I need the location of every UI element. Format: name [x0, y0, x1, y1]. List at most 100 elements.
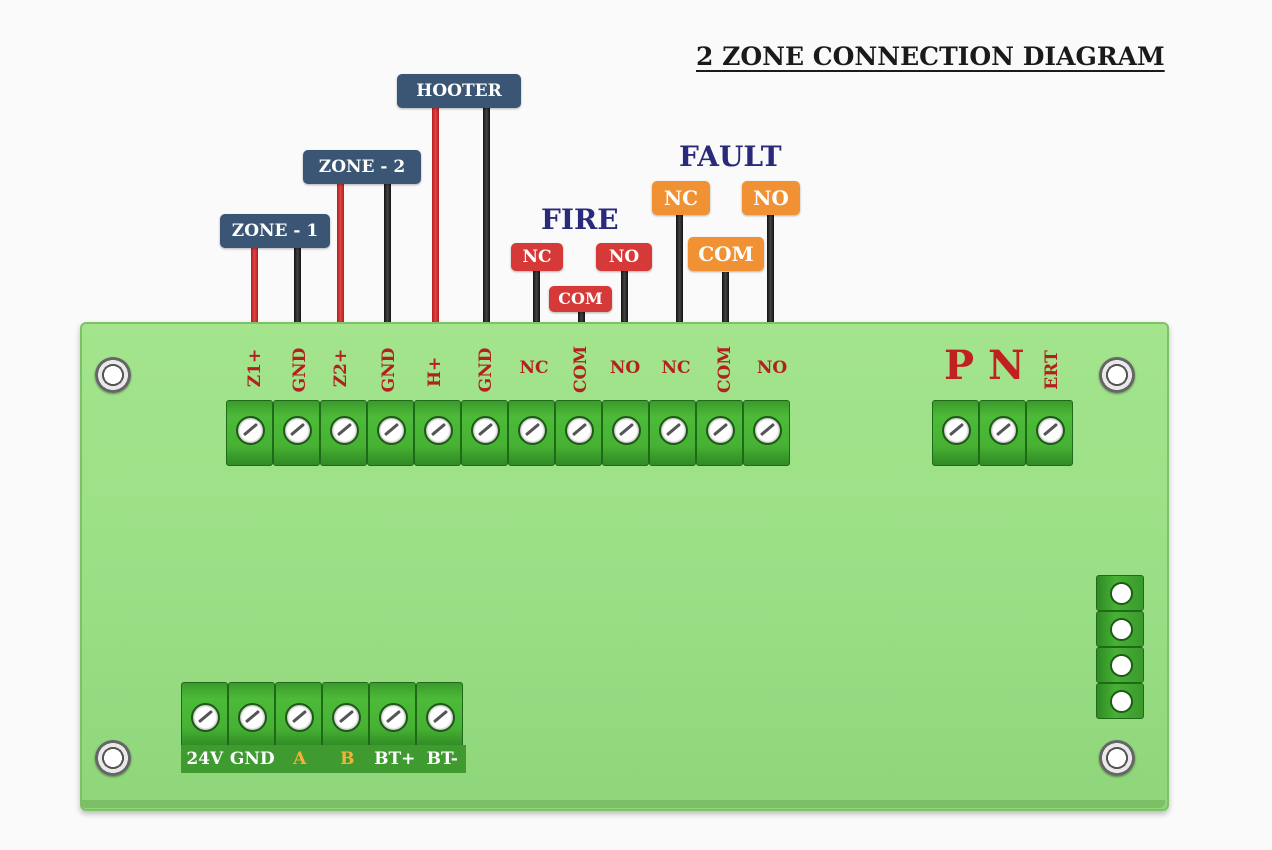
screw-icon: [377, 416, 406, 445]
terminal-fault-nc[interactable]: [649, 400, 696, 466]
fire-nc-tag: NC: [511, 243, 563, 271]
zone1-tag: ZONE - 1: [220, 214, 330, 248]
screw-icon: [1110, 618, 1133, 641]
terminal-label-fire-com: COM: [571, 345, 591, 393]
fault-nc-wire: [676, 215, 683, 338]
screw-icon: [518, 416, 547, 445]
bottom-label-bt-positive: BT+: [374, 749, 416, 769]
screw-icon: [753, 416, 782, 445]
screw-icon: [332, 703, 361, 732]
terminal-fire-no[interactable]: [602, 400, 649, 466]
diagram-title: 2 ZONE CONNECTION DIAGRAM: [696, 42, 1165, 71]
terminal-label-h-positive: H+: [425, 356, 445, 387]
main-terminal-block: [226, 400, 790, 466]
fault-no-wire: [767, 215, 774, 338]
terminal-24v[interactable]: [181, 682, 228, 748]
terminal-label-gnd-3: GND: [476, 347, 496, 393]
terminal-bt-positive[interactable]: [369, 682, 416, 748]
screw-icon: [565, 416, 594, 445]
terminal-fault-com[interactable]: [696, 400, 743, 466]
screw-icon: [989, 416, 1018, 445]
bottom-terminal-block: [181, 682, 463, 748]
terminal-fault-no[interactable]: [743, 400, 790, 466]
bottom-label-b: B: [340, 749, 355, 769]
terminal-label-fire-nc: NC: [519, 358, 549, 378]
terminal-a[interactable]: [275, 682, 322, 748]
fire-no-tag: NO: [596, 243, 652, 271]
terminal-fire-nc[interactable]: [508, 400, 555, 466]
power-label-ert: ERT: [1042, 350, 1062, 390]
terminal-label-fire-no: NO: [609, 358, 641, 378]
screw-icon: [330, 416, 359, 445]
screw-icon: [1110, 654, 1133, 677]
terminal-gnd-bottom[interactable]: [228, 682, 275, 748]
terminal-label-fault-com: COM: [715, 345, 735, 393]
mounting-hole-bottom-right: [1099, 740, 1135, 776]
hooter-tag: HOOTER: [397, 74, 521, 108]
bottom-label-gnd: GND: [229, 749, 275, 769]
screw-icon: [379, 703, 408, 732]
fault-nc-tag: NC: [652, 181, 710, 215]
screw-icon: [612, 416, 641, 445]
bottom-terminal-labels: 24V GND A B BT+ BT-: [181, 745, 466, 773]
screw-icon: [424, 416, 453, 445]
mounting-hole-top-left: [95, 357, 131, 393]
screw-icon: [285, 703, 314, 732]
terminal-gnd-2[interactable]: [367, 400, 414, 466]
side-terminal-3[interactable]: [1096, 647, 1144, 683]
side-terminal-2[interactable]: [1096, 611, 1144, 647]
terminal-label-gnd-2: GND: [379, 347, 399, 393]
screw-icon: [191, 703, 220, 732]
fire-com-tag: COM: [549, 286, 612, 312]
screw-icon: [283, 416, 312, 445]
zone1-ground-wire: [294, 248, 301, 338]
fire-no-wire: [621, 270, 628, 338]
screw-icon: [942, 416, 971, 445]
fault-no-tag: NO: [742, 181, 800, 215]
screw-icon: [1036, 416, 1065, 445]
screw-icon: [238, 703, 267, 732]
hooter-ground-wire: [483, 108, 490, 338]
screw-icon: [1110, 690, 1133, 713]
terminal-phase[interactable]: [932, 400, 979, 466]
terminal-z2-positive[interactable]: [320, 400, 367, 466]
terminal-h-positive[interactable]: [414, 400, 461, 466]
fault-com-tag: COM: [688, 237, 764, 271]
power-label-p: P: [943, 342, 975, 389]
screw-icon: [659, 416, 688, 445]
mounting-hole-bottom-left: [95, 740, 131, 776]
bottom-label-bt-negative: BT-: [426, 749, 458, 769]
screw-icon: [426, 703, 455, 732]
terminal-label-z1-positive: Z1+: [245, 348, 265, 388]
terminal-gnd-1[interactable]: [273, 400, 320, 466]
terminal-label-z2-positive: Z2+: [331, 348, 351, 388]
screw-icon: [236, 416, 265, 445]
bottom-label-a: A: [293, 749, 307, 769]
board-edge: [80, 800, 1165, 808]
zone2-positive-wire: [337, 184, 344, 338]
fire-group-label: FIRE: [541, 203, 619, 236]
screw-icon: [471, 416, 500, 445]
terminal-label-fault-no: NO: [756, 358, 788, 378]
side-terminal-1[interactable]: [1096, 575, 1144, 611]
terminal-z1-positive[interactable]: [226, 400, 273, 466]
fire-nc-wire: [533, 270, 540, 338]
screw-icon: [1110, 582, 1133, 605]
terminal-bt-negative[interactable]: [416, 682, 463, 748]
terminal-gnd-3[interactable]: [461, 400, 508, 466]
terminal-label-gnd-1: GND: [290, 347, 310, 393]
zone2-tag: ZONE - 2: [303, 150, 421, 184]
hooter-positive-wire: [432, 108, 439, 338]
zone1-positive-wire: [251, 248, 258, 338]
mounting-hole-top-right: [1099, 357, 1135, 393]
terminal-fire-com[interactable]: [555, 400, 602, 466]
terminal-b[interactable]: [322, 682, 369, 748]
bottom-label-24v: 24V: [186, 749, 224, 769]
screw-icon: [706, 416, 735, 445]
terminal-label-fault-nc: NC: [661, 358, 691, 378]
side-terminal-4[interactable]: [1096, 683, 1144, 719]
fault-group-label: FAULT: [679, 140, 782, 173]
terminal-neutral[interactable]: [979, 400, 1026, 466]
zone2-ground-wire: [384, 184, 391, 338]
terminal-earth[interactable]: [1026, 400, 1073, 466]
